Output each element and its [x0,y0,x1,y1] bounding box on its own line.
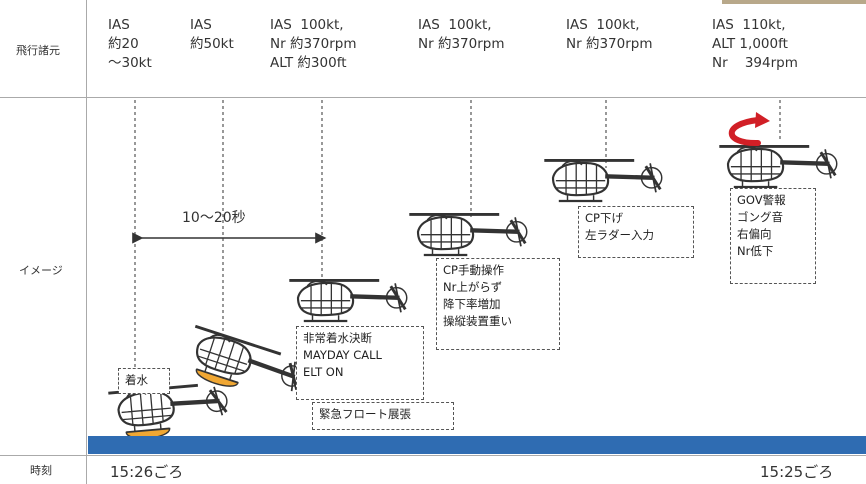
event-ditching: 着水 [118,368,170,394]
duration-label: 10〜20秒 [182,210,246,226]
row-label-image: イメージ [19,264,63,277]
flight-data-1: IAS 約20 〜30kt [108,17,152,71]
helicopter-icon [180,326,307,408]
helicopter-icon [409,214,526,255]
water-surface [88,436,866,454]
right-turn-arrow-icon [728,112,770,147]
event-float-deploy: 緊急フロート展張 [312,402,454,430]
time-end: 15:25ごろ [760,463,834,481]
helicopter-icon [719,146,836,187]
flight-data-4: IAS 100kt, Nr 約370rpm [418,17,505,52]
event-manual-control: CP手動操作 Nr上がらず 降下率増加 操縦装置重い [436,258,560,350]
event-gov-alarm: GOV警報 ゴング音 右偏向 Nr低下 [730,188,816,284]
event-decision: 非常着水決断 MAYDAY CALL ELT ON [296,326,424,400]
row-divider [0,97,866,98]
helicopter-icon [544,160,661,201]
time-start: 15:26ごろ [110,463,184,481]
event-cp-down: CP下げ 左ラダー入力 [578,206,694,258]
flight-data-2: IAS 約50kt [190,17,234,52]
row-label-flight-data: 飛行諸元 [16,44,60,57]
flight-data-5: IAS 100kt, Nr 約370rpm [566,17,653,52]
column-divider [86,0,87,484]
row-label-time: 時刻 [30,464,52,477]
photo-strip [722,0,866,4]
flight-data-3: IAS 100kt, Nr 約370rpm ALT 約300ft [270,17,357,71]
helicopter-icon [289,280,406,321]
flight-data-6: IAS 110kt, ALT 1,000ft Nr 394rpm [712,17,798,71]
row-divider [0,455,866,456]
